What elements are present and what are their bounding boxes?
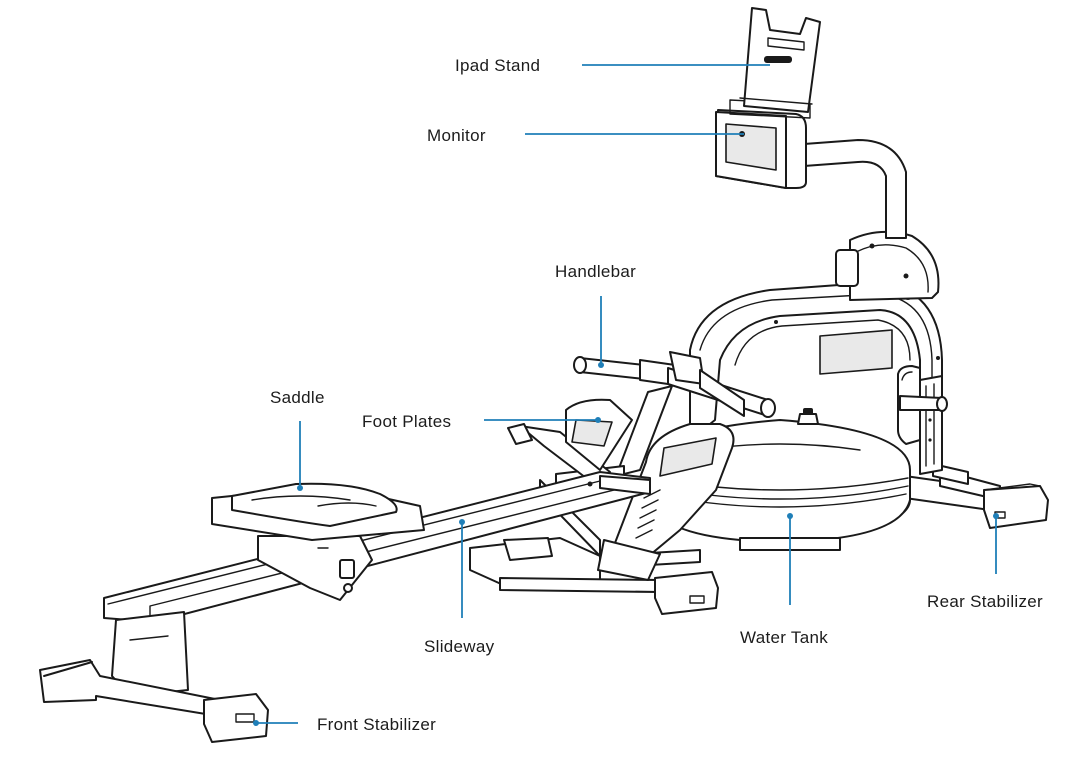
rear-hub bbox=[835, 230, 940, 301]
monitor-part bbox=[715, 99, 811, 189]
handlebar-part bbox=[573, 351, 948, 418]
label-foot-plates: Foot Plates bbox=[362, 412, 451, 431]
label-monitor: Monitor bbox=[427, 126, 486, 145]
label-ipad-stand: Ipad Stand bbox=[455, 56, 540, 75]
label-front-stabilizer: Front Stabilizer bbox=[317, 715, 436, 734]
rear-stabilizer-part bbox=[904, 463, 1049, 529]
front-stabilizer-part bbox=[39, 611, 269, 743]
label-rear-stabilizer: Rear Stabilizer bbox=[927, 592, 1043, 611]
leader-lines bbox=[253, 64, 999, 726]
monitor-arm bbox=[803, 139, 907, 239]
dot-front-stabilizer bbox=[253, 720, 259, 726]
dot-rear-stabilizer bbox=[993, 513, 999, 519]
label-handlebar: Handlebar bbox=[555, 262, 636, 281]
rowing-machine-illustration bbox=[39, 7, 1049, 743]
dot-foot-plates bbox=[595, 417, 601, 423]
ipad-stand-part bbox=[739, 7, 821, 113]
label-slideway: Slideway bbox=[424, 637, 495, 656]
foot-plates-part bbox=[503, 398, 735, 581]
label-water-tank: Water Tank bbox=[740, 628, 828, 647]
part-labels: Ipad Stand Monitor Handlebar Saddle Foot… bbox=[270, 56, 1043, 734]
dot-saddle bbox=[297, 485, 303, 491]
dot-slideway bbox=[459, 519, 465, 525]
dot-water-tank bbox=[787, 513, 793, 519]
saddle-part bbox=[211, 482, 425, 601]
dot-handlebar bbox=[598, 362, 604, 368]
label-saddle: Saddle bbox=[270, 388, 325, 407]
